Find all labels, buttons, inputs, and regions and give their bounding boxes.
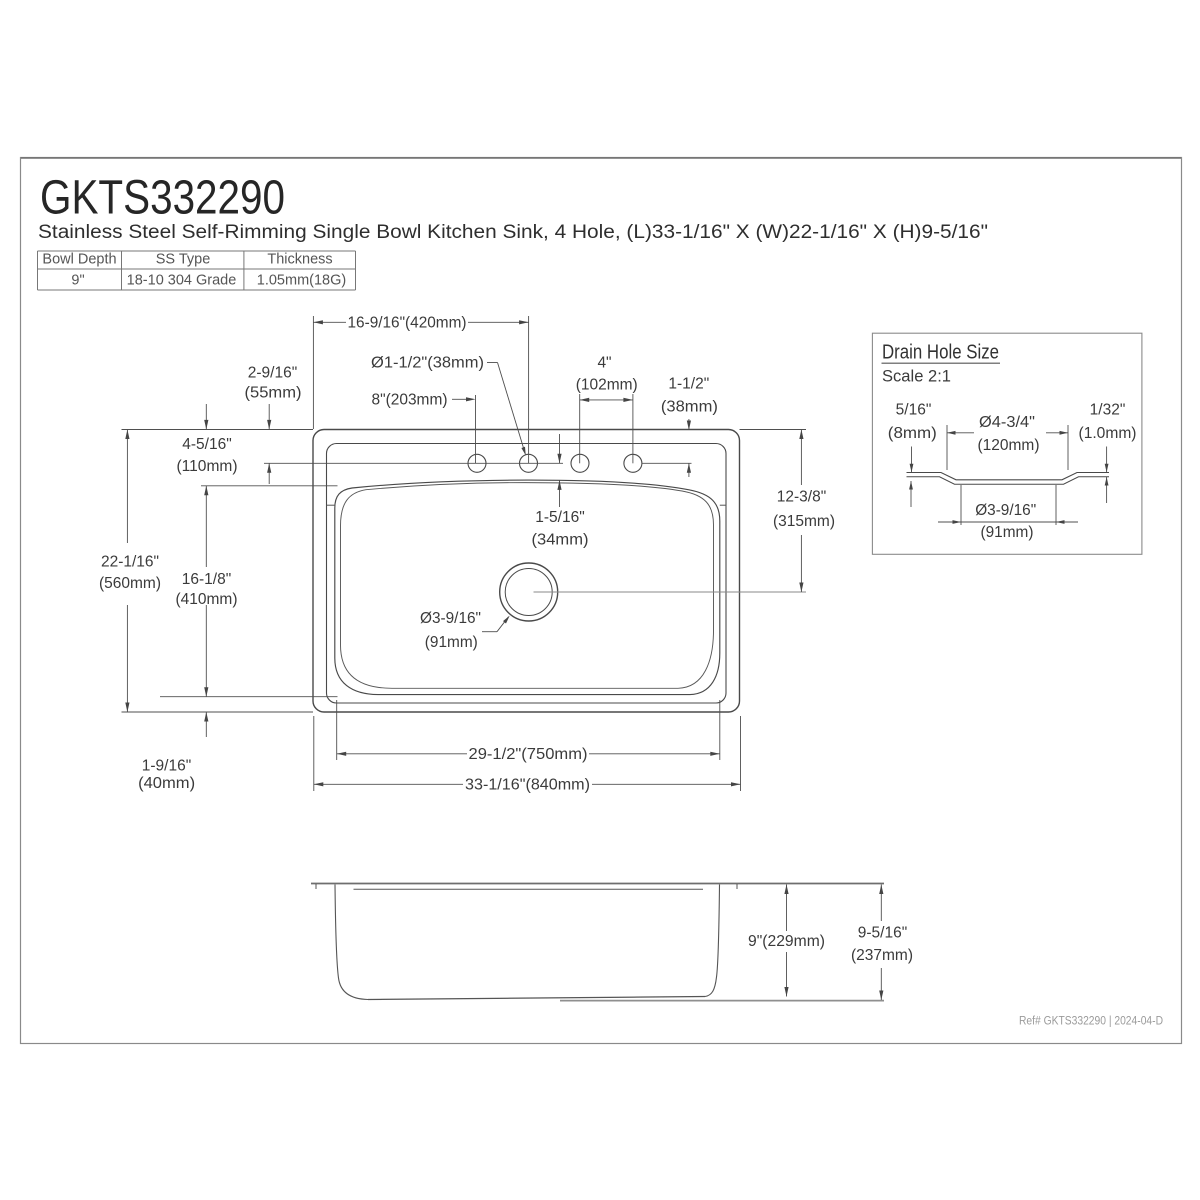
- svg-text:2-9/16": 2-9/16": [248, 364, 297, 381]
- svg-text:Drain Hole Size: Drain Hole Size: [882, 342, 999, 364]
- svg-text:Ø3-9/16": Ø3-9/16": [975, 502, 1036, 519]
- svg-text:Bowl Depth: Bowl Depth: [42, 252, 116, 268]
- svg-text:GKTS332290: GKTS332290: [40, 172, 285, 225]
- svg-text:18-10 304 Grade: 18-10 304 Grade: [127, 273, 237, 289]
- svg-text:(8mm): (8mm): [888, 425, 937, 442]
- svg-text:(1.0mm): (1.0mm): [1079, 425, 1137, 442]
- svg-text:9": 9": [71, 273, 84, 289]
- svg-text:(91mm): (91mm): [981, 524, 1034, 541]
- svg-text:(34mm): (34mm): [532, 532, 589, 549]
- svg-text:1-1/2": 1-1/2": [668, 375, 709, 392]
- svg-text:16-9/16"(420mm): 16-9/16"(420mm): [348, 315, 467, 332]
- svg-text:1.05mm(18G): 1.05mm(18G): [257, 273, 346, 289]
- svg-text:33-1/16"(840mm): 33-1/16"(840mm): [465, 776, 590, 793]
- svg-text:(110mm): (110mm): [177, 458, 238, 475]
- svg-text:1/32": 1/32": [1090, 401, 1126, 418]
- svg-text:Scale 2:1: Scale 2:1: [882, 367, 951, 386]
- svg-text:(560mm): (560mm): [99, 575, 161, 592]
- svg-text:29-1/2"(750mm): 29-1/2"(750mm): [469, 746, 588, 763]
- svg-text:Ø4-3/4": Ø4-3/4": [979, 414, 1035, 431]
- svg-text:Ref# GKTS332290 | 2024-04-D: Ref# GKTS332290 | 2024-04-D: [1019, 1016, 1163, 1028]
- svg-text:16-1/8": 16-1/8": [182, 571, 231, 588]
- svg-text:4": 4": [597, 355, 611, 372]
- svg-text:(55mm): (55mm): [245, 384, 302, 401]
- svg-text:(237mm): (237mm): [851, 947, 913, 964]
- svg-text:(120mm): (120mm): [978, 437, 1040, 454]
- svg-text:1-5/16": 1-5/16": [535, 509, 584, 526]
- svg-text:Thickness: Thickness: [267, 252, 332, 268]
- svg-text:SS Type: SS Type: [156, 252, 211, 268]
- svg-text:(410mm): (410mm): [176, 591, 238, 608]
- svg-text:Ø1-1/2"(38mm): Ø1-1/2"(38mm): [371, 355, 484, 372]
- svg-text:12-3/8": 12-3/8": [777, 489, 826, 506]
- svg-text:(40mm): (40mm): [138, 775, 195, 792]
- svg-text:(38mm): (38mm): [661, 399, 718, 416]
- svg-text:8"(203mm): 8"(203mm): [372, 391, 448, 408]
- svg-text:(315mm): (315mm): [773, 513, 835, 530]
- svg-text:4-5/16": 4-5/16": [182, 436, 231, 453]
- svg-text:(91mm): (91mm): [425, 634, 478, 651]
- svg-text:22-1/16": 22-1/16": [101, 554, 159, 571]
- svg-text:1-9/16": 1-9/16": [142, 757, 191, 774]
- svg-text:9"(229mm): 9"(229mm): [748, 933, 825, 950]
- svg-text:9-5/16": 9-5/16": [858, 925, 907, 942]
- svg-text:(102mm): (102mm): [576, 377, 638, 394]
- svg-text:Ø3-9/16": Ø3-9/16": [420, 610, 481, 627]
- svg-text:5/16": 5/16": [896, 401, 932, 418]
- svg-text:Stainless Steel Self-Rimming S: Stainless Steel Self-Rimming Single Bowl…: [38, 222, 988, 243]
